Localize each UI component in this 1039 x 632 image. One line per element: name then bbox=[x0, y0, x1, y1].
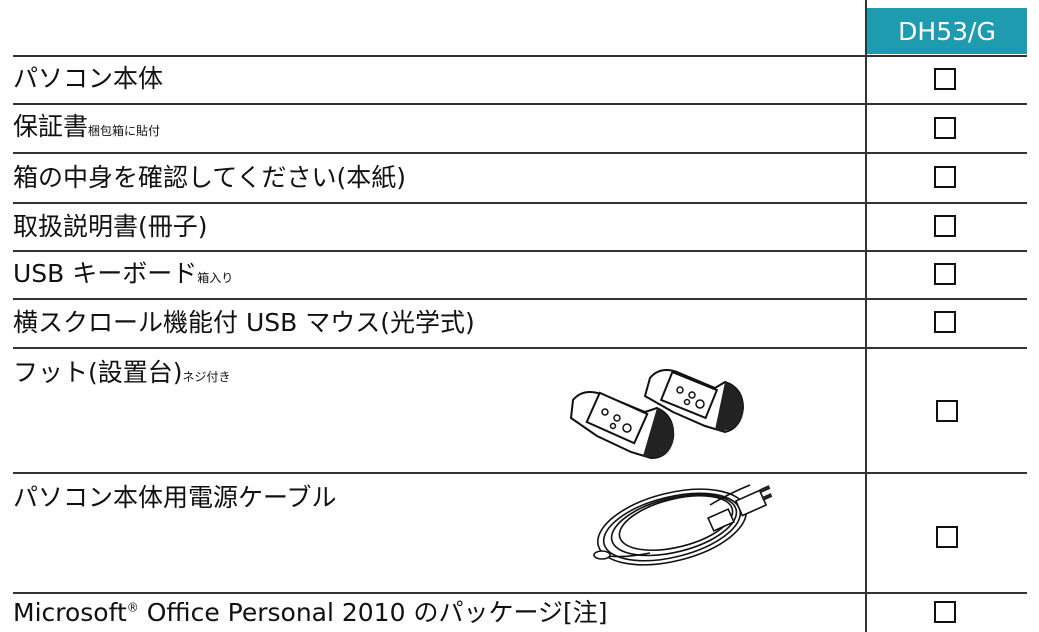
item-label: パソコン本体 bbox=[13, 64, 164, 93]
item-label: 横スクロール機能付 USB マウス(光学式) bbox=[13, 308, 475, 337]
list-item-foot-stand: フット(設置台)ネジ付き bbox=[13, 360, 231, 385]
column-divider bbox=[865, 0, 867, 632]
row-divider bbox=[13, 250, 1027, 252]
foot-stand-illustration bbox=[569, 369, 745, 460]
checkbox-square-icon[interactable] bbox=[934, 311, 956, 333]
list-item-power-cable: パソコン本体用電源ケーブル bbox=[13, 485, 337, 510]
item-label: USB キーボード bbox=[13, 259, 198, 288]
checkbox-square-icon[interactable] bbox=[934, 263, 956, 285]
row-divider bbox=[13, 152, 1027, 154]
list-item-pc-body: パソコン本体 bbox=[13, 66, 163, 91]
checkbox-square-icon[interactable] bbox=[936, 526, 958, 548]
item-note: ネジ付き bbox=[182, 370, 231, 384]
checkbox-square-icon[interactable] bbox=[934, 68, 956, 90]
list-item-office-package: Microsoft® Office Personal 2010 のパッケージ[注… bbox=[13, 600, 607, 625]
list-item-manual: 取扱説明書(冊子) bbox=[13, 214, 208, 239]
list-item-keyboard: USB キーボード箱入り bbox=[13, 261, 233, 286]
power-cable-illustration bbox=[593, 484, 773, 566]
item-note: 梱包箱に貼付 bbox=[88, 124, 161, 138]
item-note: 箱入り bbox=[197, 271, 234, 285]
checkbox-square-icon[interactable] bbox=[934, 166, 956, 188]
model-label: DH53/G bbox=[898, 16, 996, 46]
checkbox-square-icon[interactable] bbox=[936, 400, 958, 422]
list-item-warranty: 保証書梱包箱に貼付 bbox=[13, 114, 160, 139]
item-label-continued: Office Personal 2010 のパッケージ[注] bbox=[138, 598, 608, 627]
checkbox-square-icon[interactable] bbox=[934, 215, 956, 237]
row-divider bbox=[13, 202, 1027, 204]
checkbox-square-icon[interactable] bbox=[934, 601, 956, 623]
row-divider bbox=[13, 592, 1027, 594]
registered-mark: ® bbox=[126, 600, 139, 615]
column-header-model: DH53/G bbox=[867, 8, 1027, 54]
row-divider bbox=[13, 298, 1027, 300]
list-item-mouse: 横スクロール機能付 USB マウス(光学式) bbox=[13, 310, 475, 335]
list-item-check-contents: 箱の中身を確認してください(本紙) bbox=[13, 165, 406, 190]
row-divider bbox=[13, 347, 1027, 349]
item-label: パソコン本体用電源ケーブル bbox=[13, 483, 337, 512]
row-divider bbox=[13, 103, 1027, 105]
item-label: Microsoft bbox=[13, 598, 127, 627]
row-divider bbox=[13, 55, 1027, 57]
item-label: 保証書 bbox=[13, 112, 89, 141]
checkbox-square-icon[interactable] bbox=[934, 117, 956, 139]
row-divider bbox=[13, 472, 1027, 474]
item-label: 取扱説明書(冊子) bbox=[13, 212, 208, 241]
item-label: フット(設置台) bbox=[13, 358, 183, 387]
item-label: 箱の中身を確認してください(本紙) bbox=[13, 163, 407, 192]
